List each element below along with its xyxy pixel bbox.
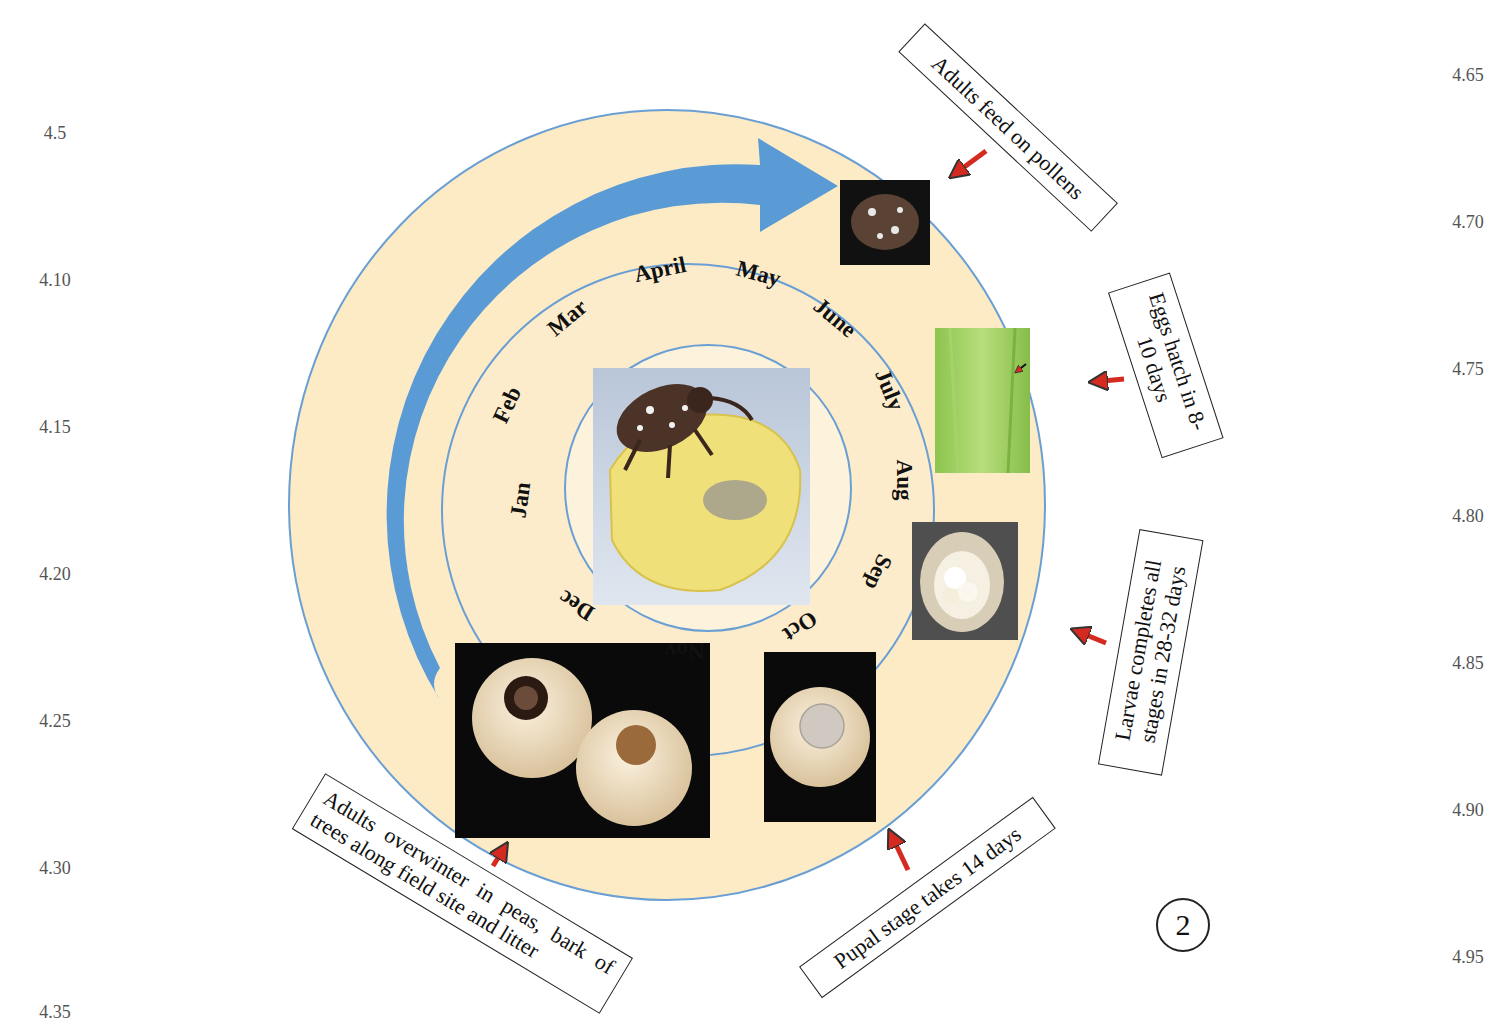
line-number: 4.10 xyxy=(39,270,71,291)
month-label: Jan xyxy=(506,480,537,519)
callout-text: Eggs hatch in 8- 10 days xyxy=(1119,286,1213,444)
line-number: 4.35 xyxy=(39,1002,71,1023)
callout-box: Larvae completes all stages in 28-32 day… xyxy=(1097,529,1202,776)
callout-box: Adults feed on pollens xyxy=(898,24,1118,233)
line-number: 4.15 xyxy=(39,417,71,438)
line-number: 4.20 xyxy=(39,564,71,585)
line-number: 4.90 xyxy=(1452,800,1484,821)
line-number: 4.80 xyxy=(1452,506,1484,527)
line-number: 4.95 xyxy=(1452,947,1484,968)
line-number: 4.25 xyxy=(39,711,71,732)
month-label: Nov xyxy=(665,637,705,663)
line-number: 4.5 xyxy=(44,123,67,144)
outer-ring xyxy=(289,110,1045,900)
callout-box: Eggs hatch in 8- 10 days xyxy=(1108,272,1223,457)
emergence-photo xyxy=(455,643,710,838)
line-number: 4.85 xyxy=(1452,653,1484,674)
month-label: Aug xyxy=(891,460,917,501)
larva-photo xyxy=(912,522,1018,640)
inner-ring xyxy=(565,345,851,631)
leader-arrows xyxy=(493,151,1124,870)
line-number: 4.75 xyxy=(1452,359,1484,380)
line-number: 4.30 xyxy=(39,858,71,879)
callout-text: Adults feed on pollens xyxy=(912,37,1105,219)
line-number: 4.65 xyxy=(1452,65,1484,86)
figure-number: 2 xyxy=(1156,898,1210,952)
figure-number-text: 2 xyxy=(1176,910,1191,940)
callout-text: Larvae completes all stages in 28-32 day… xyxy=(1106,542,1193,763)
pupa-photo xyxy=(764,652,876,822)
center-photo xyxy=(593,368,810,605)
line-number: 4.70 xyxy=(1452,212,1484,233)
season-arrow xyxy=(387,138,838,700)
adult-photo xyxy=(840,180,930,265)
pod-photo xyxy=(935,328,1030,473)
